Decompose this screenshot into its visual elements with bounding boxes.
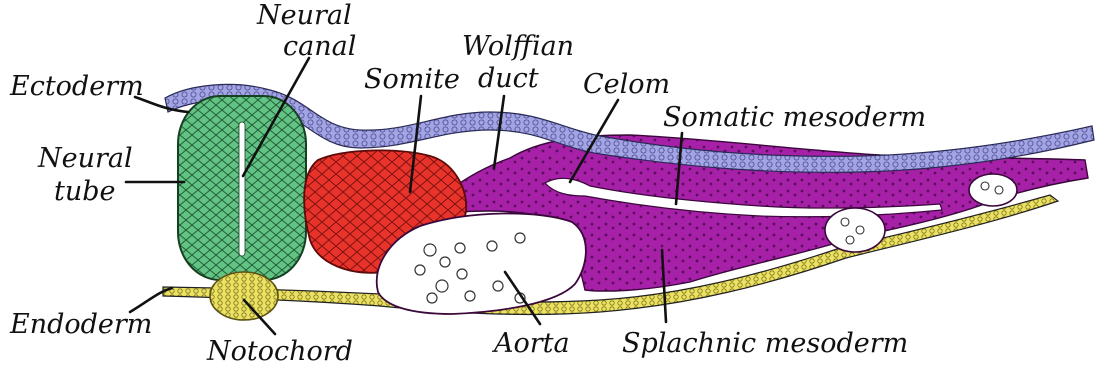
label-somite: Somite bbox=[364, 64, 460, 95]
label-wolffian-duct-2: duct bbox=[478, 63, 539, 94]
label-notochord: Notochord bbox=[206, 336, 353, 367]
neural-canal bbox=[239, 122, 245, 256]
label-aorta: Aorta bbox=[491, 328, 570, 359]
label-wolffian-duct-1: Wolffian bbox=[462, 31, 574, 62]
label-neural-canal-2: canal bbox=[283, 31, 356, 62]
label-neural-tube-2: tube bbox=[54, 176, 116, 207]
label-ectoderm: Ectoderm bbox=[9, 71, 144, 102]
label-neural-canal-1: Neural bbox=[256, 0, 352, 31]
notochord bbox=[210, 272, 278, 320]
vessel-2 bbox=[969, 174, 1017, 206]
label-splachnic-mesoderm: Splachnic mesoderm bbox=[622, 328, 908, 359]
label-somatic-mesoderm: Somatic mesoderm bbox=[663, 102, 926, 133]
leader-wolffian-duct bbox=[494, 96, 504, 168]
label-celom: Celom bbox=[583, 69, 670, 100]
vessel-1 bbox=[825, 208, 885, 252]
label-endoderm: Endoderm bbox=[9, 309, 152, 340]
label-neural-tube-1: Neural bbox=[37, 143, 133, 174]
